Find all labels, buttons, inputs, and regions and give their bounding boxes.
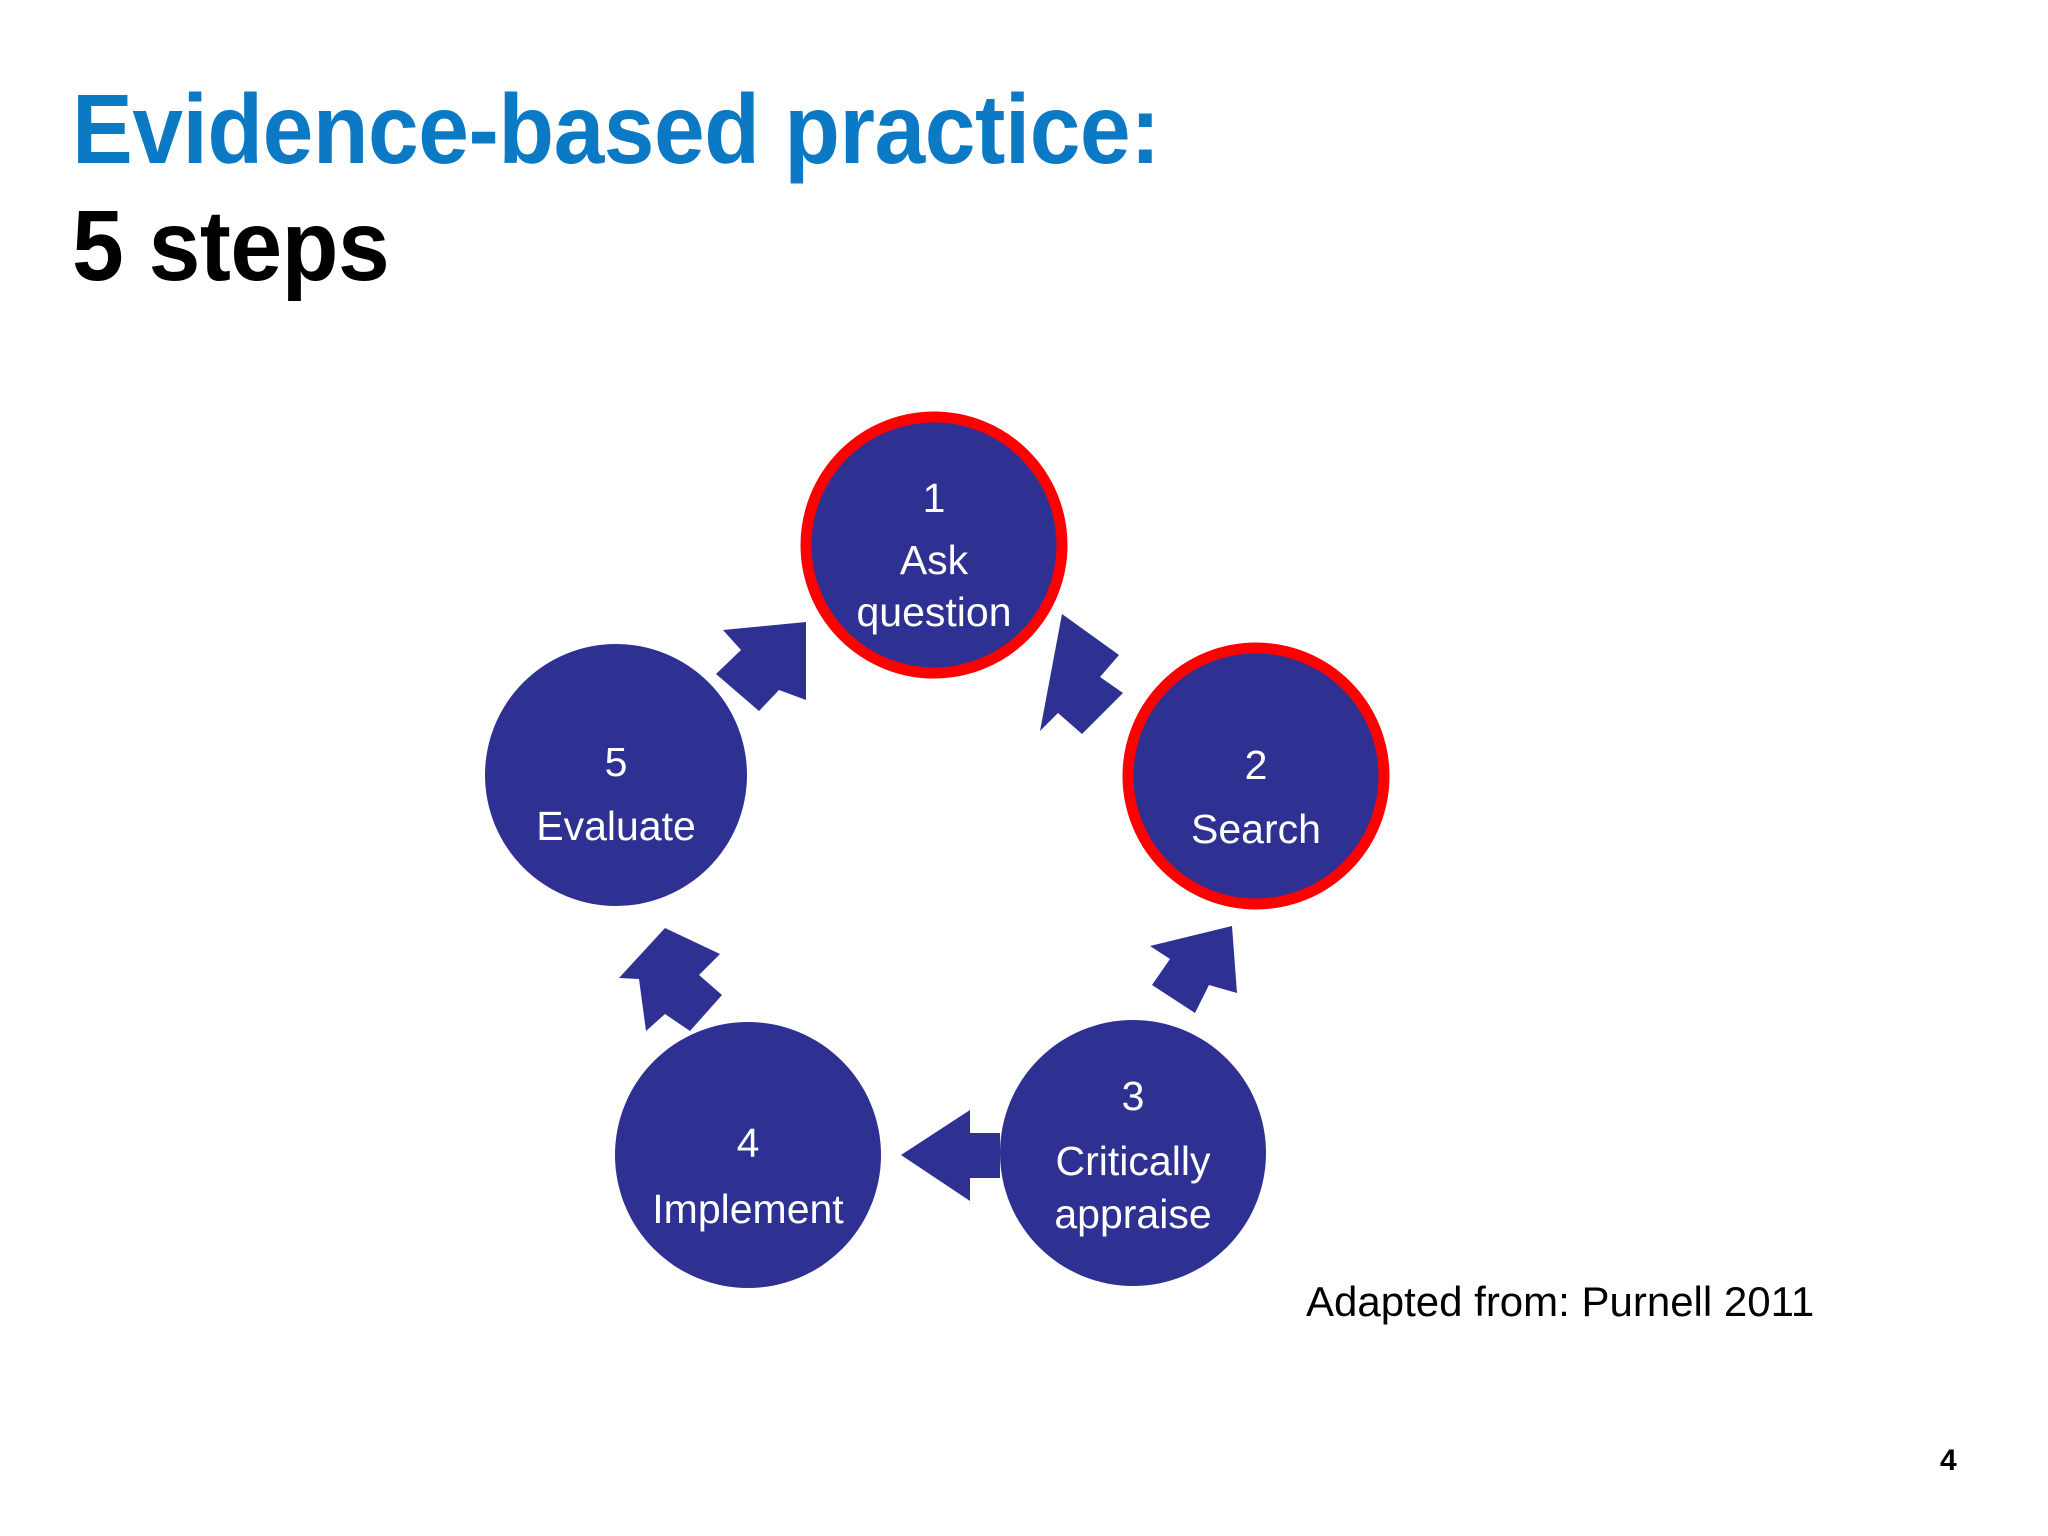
title-line-secondary: 5 steps <box>72 190 390 302</box>
node-2-number: 2 <box>1245 742 1268 788</box>
page-number: 4 <box>1940 1444 1957 1477</box>
node-5-label-line1: Evaluate <box>536 803 696 849</box>
node-2-label-line1: Search <box>1191 806 1321 852</box>
node-4-number: 4 <box>737 1120 760 1166</box>
arrow-ask-to-search <box>1040 614 1123 734</box>
cycle-node-5-evaluate[interactable]: 5 Evaluate <box>485 644 747 906</box>
arrow-implement-to-evaluate <box>619 928 722 1031</box>
node-5-number: 5 <box>605 739 628 785</box>
arrow-appraise-to-implement <box>901 1110 1000 1201</box>
cycle-node-1-ask-question[interactable]: 1 Ask question <box>800 411 1068 679</box>
cycle-node-3-critically-appraise[interactable]: 3 Critically appraise <box>1000 1020 1266 1286</box>
page-title: Evidence-based practice: 5 steps <box>72 80 1772 296</box>
cycle-node-2-search[interactable]: 2 Search <box>1122 642 1390 910</box>
node-3-label-line1: Critically <box>1056 1138 1211 1184</box>
source-attribution: Adapted from: Purnell 2011 <box>1306 1278 1815 1325</box>
node-3-label-line2: appraise <box>1054 1191 1211 1237</box>
arrow-search-to-appraise <box>1150 926 1237 1013</box>
node-1-label-line1: Ask <box>900 537 969 583</box>
arrow-evaluate-to-ask <box>716 622 806 711</box>
node-4-label-line1: Implement <box>652 1186 844 1232</box>
cycle-node-4-implement[interactable]: 4 Implement <box>615 1022 881 1288</box>
node-3-number: 3 <box>1122 1073 1145 1119</box>
node-1-number: 1 <box>923 475 946 521</box>
node-1-label-line2: question <box>856 589 1011 635</box>
title-line-primary: Evidence-based practice: <box>72 74 1161 184</box>
